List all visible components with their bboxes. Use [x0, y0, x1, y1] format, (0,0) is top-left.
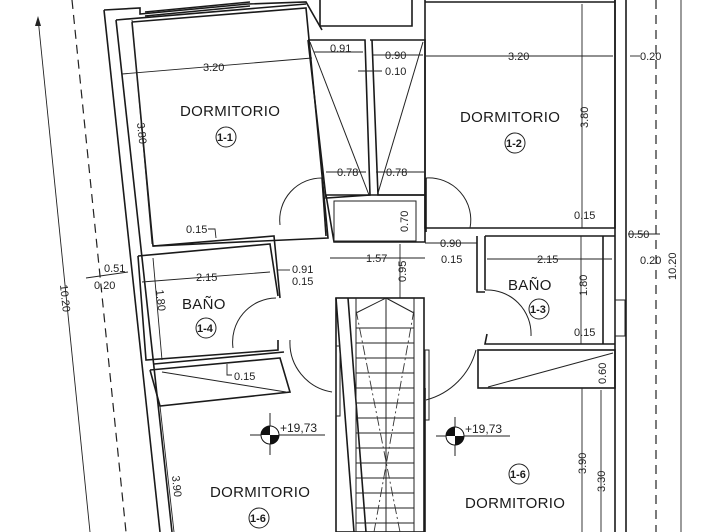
dim-r12-width: 3.20: [508, 51, 529, 63]
dim-hall-15: 0.15: [441, 254, 462, 266]
room-1-6-left: 3.90 DORMITORIO 1-6 +19,73: [159, 405, 325, 532]
dim-hall-157: 1.57: [366, 253, 387, 265]
dim-closet-gap: 0.10: [385, 66, 406, 78]
level-right: +19,73: [465, 422, 502, 436]
room-1-2: 3.20 3.80 DORMITORIO 1-2 0.15 0.20: [424, 0, 661, 532]
room-1-2-name: DORMITORIO: [460, 109, 560, 126]
room-1-6-right-name: DORMITORIO: [465, 495, 565, 512]
outer-walls-left: [103, 0, 413, 532]
dim-door-left: 0.78: [337, 167, 358, 179]
room-1-6-left-name: DORMITORIO: [210, 484, 310, 501]
dim-b14-door-wall: 0.15: [292, 276, 313, 288]
dim-door-right: 0.78: [386, 167, 407, 179]
dim-right-wall-mid: 0.20: [640, 255, 661, 267]
level-marker-right-icon: [436, 417, 510, 456]
closet-left-lower: 0.15: [149, 339, 333, 407]
dim-hall-90: 0.90: [440, 238, 461, 250]
dim-right-offset: 0.50: [628, 229, 649, 241]
dim-total-right: 10.20: [667, 252, 679, 280]
room-1-4: 2.15 1.80 BAÑO 1-4 0.91 0.15 0.51 0.20: [85, 235, 313, 361]
dim-b13-bottom-wall: 0.15: [574, 327, 595, 339]
room-1-2-tag: 1-2: [506, 138, 522, 150]
dim-b14-depth: 1.80: [153, 289, 167, 312]
dim-left-offset: 0.51: [104, 263, 125, 275]
room-1-3-name: BAÑO: [508, 277, 552, 294]
dim-r16-depth-inner: 3.30: [596, 471, 608, 492]
dim-closet-right: 0.90: [385, 50, 406, 62]
dim-r16-depth-right: 3.90: [577, 453, 589, 474]
room-1-1-name: DORMITORIO: [180, 103, 280, 120]
dim-r11-bottom-wall: 0.15: [186, 224, 207, 236]
level-marker-left-icon: [250, 413, 325, 455]
dim-r16-depth-left: 3.90: [169, 475, 183, 498]
dim-b13-width: 2.15: [537, 254, 558, 266]
left-overall-dimension: 10.20: [35, 0, 127, 532]
room-1-3-tag: 1-3: [530, 304, 546, 316]
dim-r11-depth: 3.80: [134, 122, 148, 145]
dim-closet-left: 0.91: [330, 43, 351, 55]
room-1-6-right-tag: 1-6: [510, 469, 526, 481]
dim-b14-width: 2.15: [196, 272, 217, 284]
dim-right-wall-top: 0.20: [640, 51, 661, 63]
room-1-6-right: 3.90 3.30 DORMITORIO 1-6 +19,73: [424, 388, 608, 532]
dim-left-wall: 0.20: [94, 280, 115, 292]
dim-hall-box: 0.70: [399, 211, 411, 232]
dim-b13-depth: 1.80: [578, 275, 590, 296]
room-1-1: 3.20 3.80 DORMITORIO 1-1 0.15: [121, 7, 329, 247]
dim-b14-bottom-wall: 0.15: [234, 371, 255, 383]
dim-total-left: 10.20: [57, 284, 72, 313]
level-left: +19,73: [280, 421, 317, 435]
door-swings-upper: [279, 177, 472, 237]
staircase: [335, 297, 430, 532]
room-1-4-name: BAÑO: [182, 296, 226, 313]
room-1-3: 2.15 1.80 BAÑO 1-3 0.15: [476, 235, 626, 345]
dim-r12-depth: 3.80: [579, 107, 591, 128]
room-1-1-tag: 1-1: [217, 132, 233, 144]
closets-center: 0.91 0.90 0.10 0.78 0.78 0.70: [307, 39, 426, 243]
dim-stair-gap: 0.95: [397, 261, 409, 282]
dim-closet-br: 0.60: [597, 363, 609, 384]
right-overall-dimension: 10.20: [625, 0, 682, 532]
dim-r12-bottom-wall: 0.15: [574, 210, 595, 222]
closet-right-lower: 0.60: [425, 349, 616, 401]
dim-r11-width: 3.20: [203, 62, 224, 74]
hall-dimensions: 0.90 0.15 1.57 0.95 0.50 0.20: [330, 229, 661, 298]
room-1-6-left-tag: 1-6: [250, 513, 266, 525]
dim-b14-door: 0.91: [292, 264, 313, 276]
room-1-4-tag: 1-4: [197, 323, 214, 335]
